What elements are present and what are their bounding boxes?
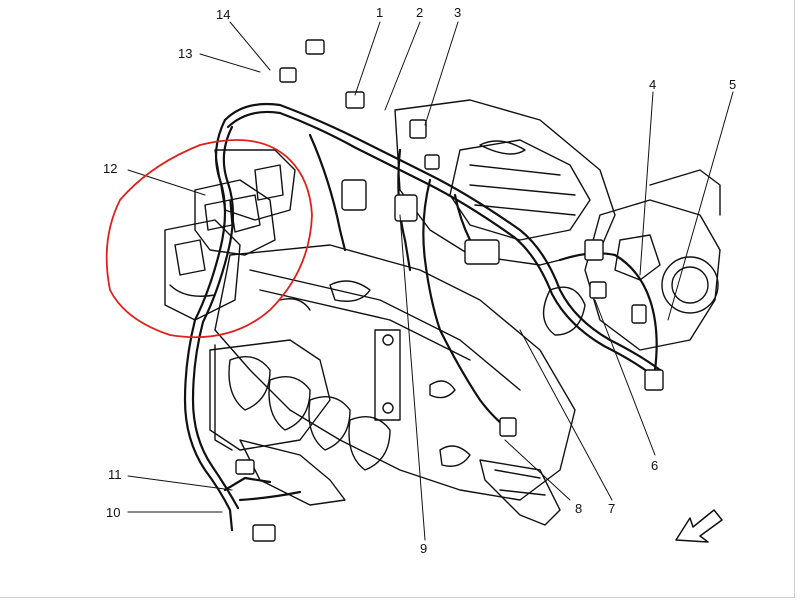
callout-7: 7 xyxy=(608,501,615,516)
arrow-icon xyxy=(675,509,723,543)
callout-14: 14 xyxy=(216,7,230,22)
exhaust-manifold xyxy=(209,339,391,506)
engine-block xyxy=(214,244,576,526)
callout-12: 12 xyxy=(103,161,117,176)
callout-8: 8 xyxy=(575,501,582,516)
callout-13: 13 xyxy=(178,46,192,61)
callout-5: 5 xyxy=(729,77,736,92)
callout-10: 10 xyxy=(106,505,120,520)
callout-2: 2 xyxy=(416,5,423,20)
highlight-circle xyxy=(105,139,313,339)
callout-4: 4 xyxy=(649,77,656,92)
callout-9: 9 xyxy=(420,541,427,556)
callout-11: 11 xyxy=(108,467,122,482)
callout-6: 6 xyxy=(651,458,658,473)
wiring-harness xyxy=(183,102,662,532)
ignition-coil-pack xyxy=(164,149,296,321)
callout-labels: 1 2 3 4 5 6 7 8 9 10 11 12 13 14 xyxy=(103,5,736,556)
leader-lines xyxy=(127,21,734,541)
callout-1: 1 xyxy=(376,5,383,20)
callout-3: 3 xyxy=(454,5,461,20)
connectors xyxy=(235,39,664,542)
intake-manifold xyxy=(394,99,721,351)
